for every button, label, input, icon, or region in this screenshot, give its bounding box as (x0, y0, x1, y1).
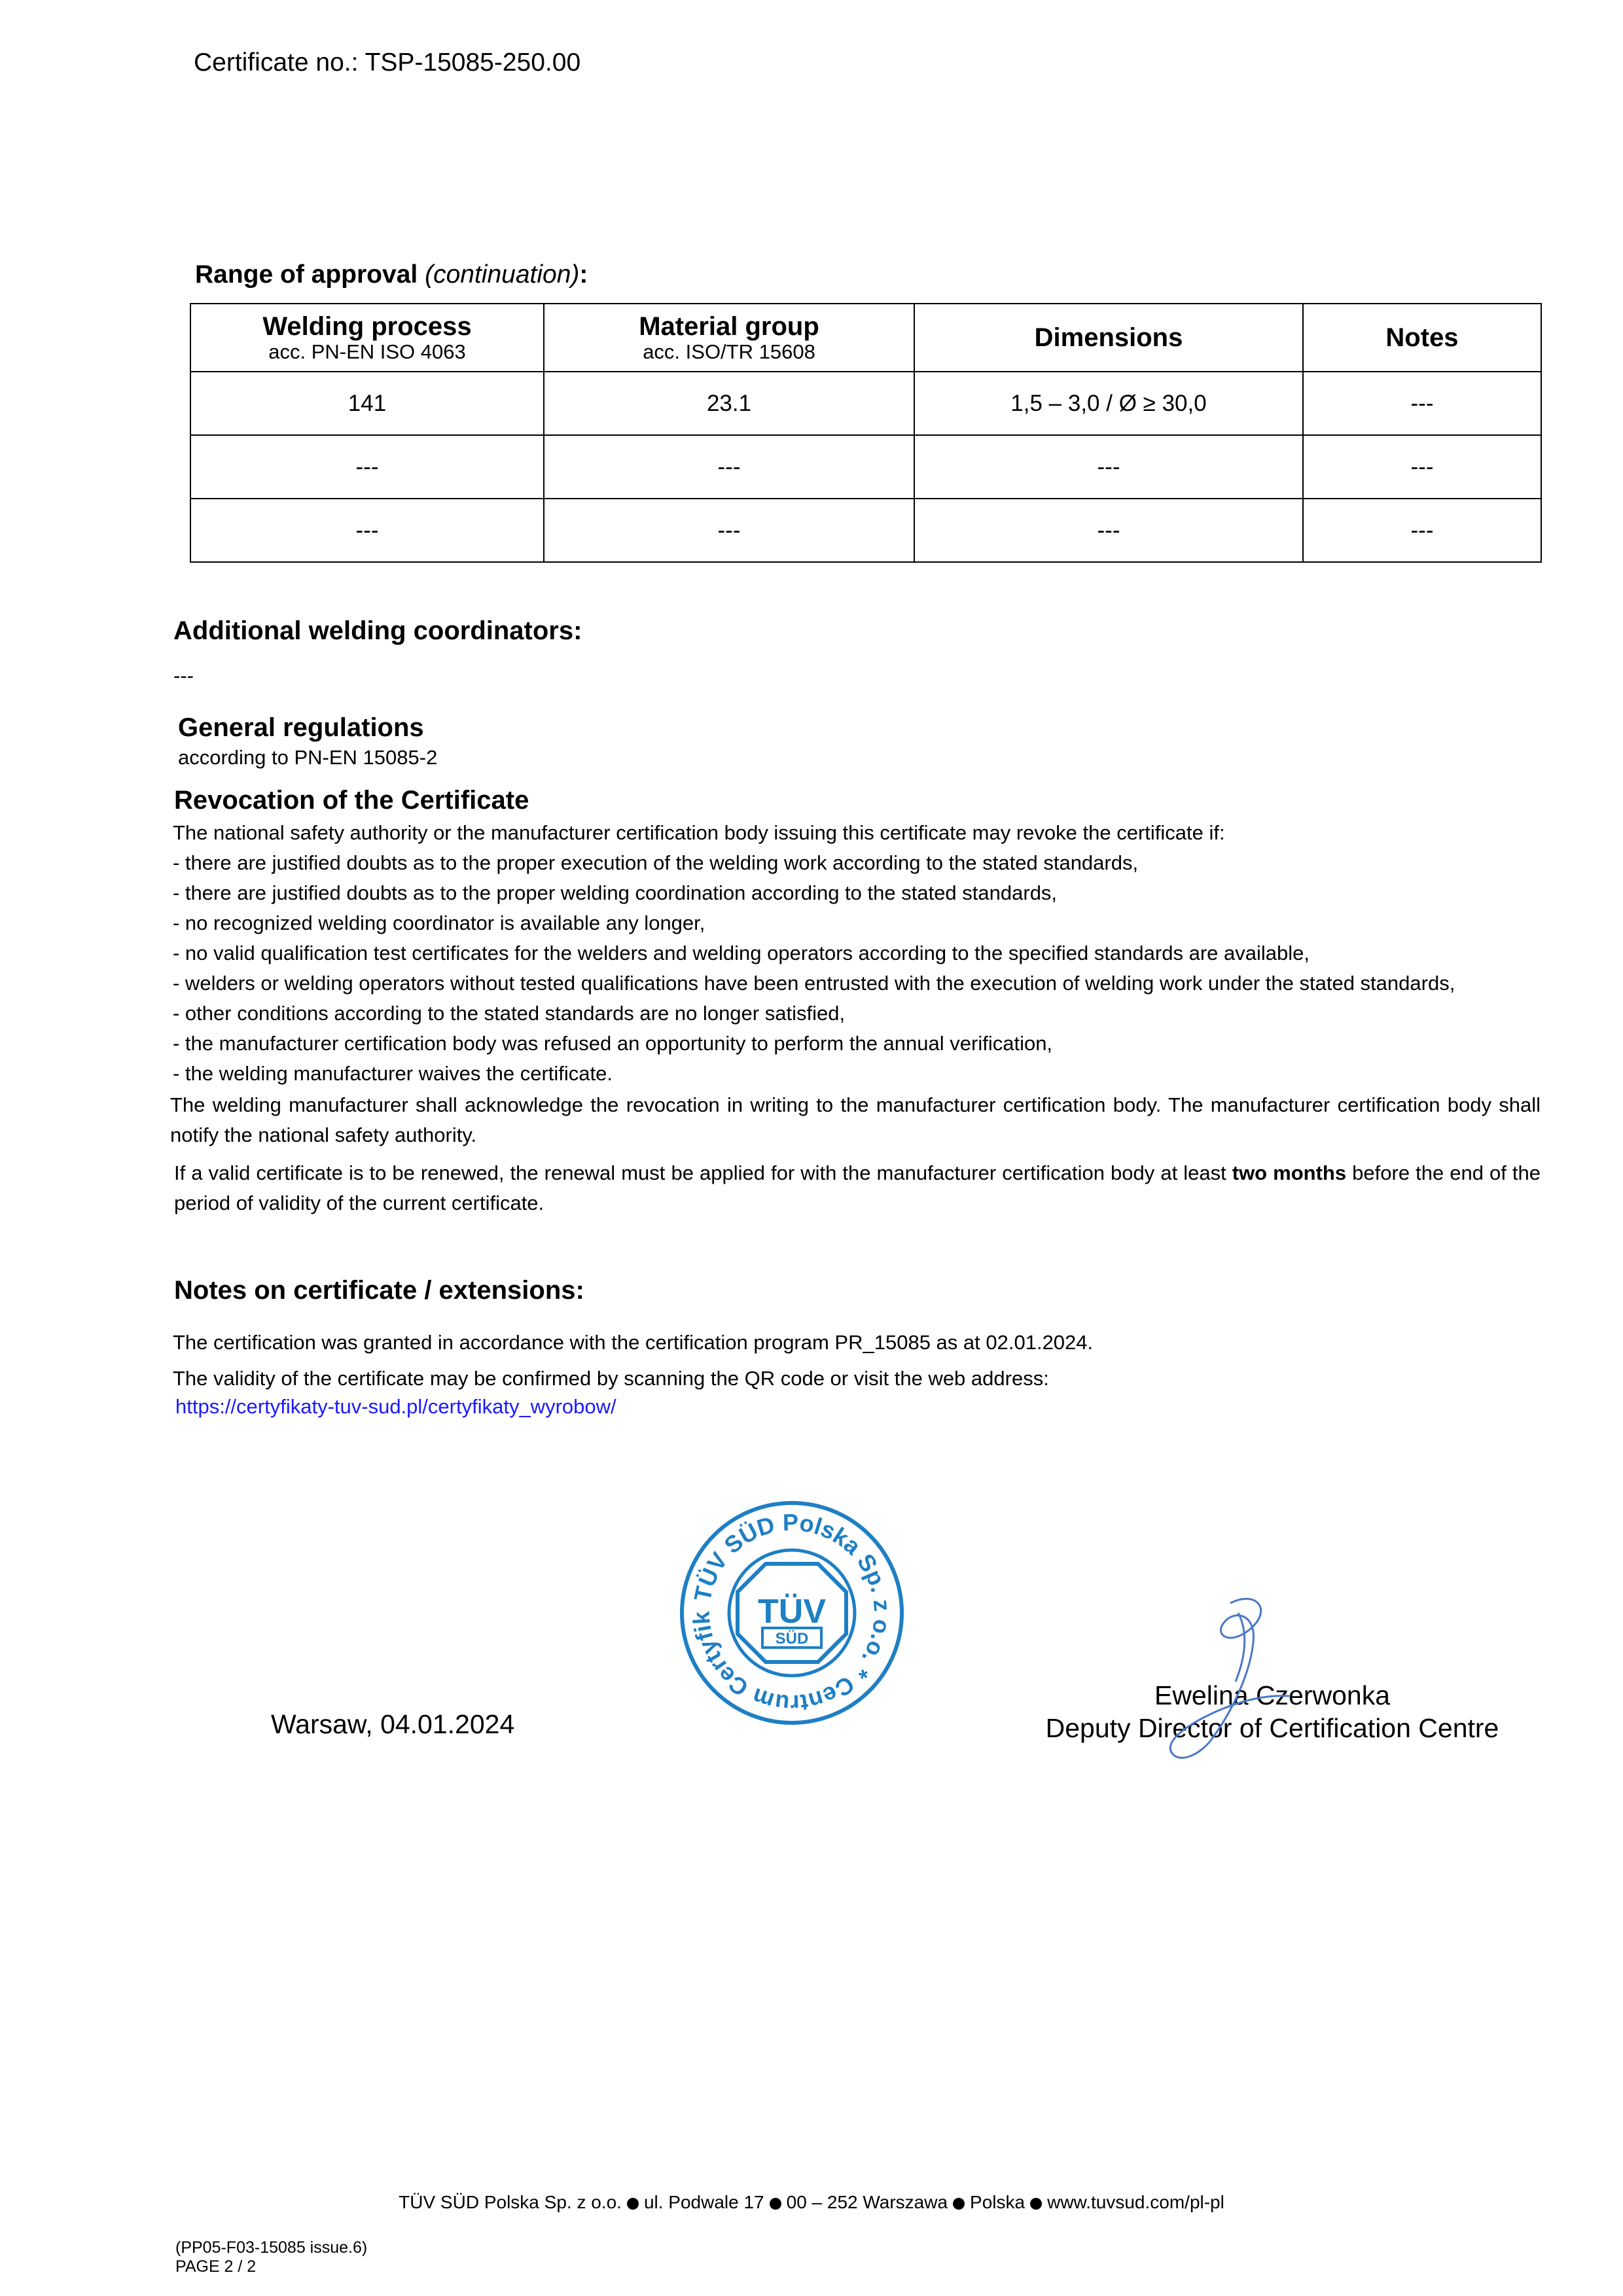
table-cell: --- (543, 434, 915, 499)
table-cell: --- (914, 498, 1304, 563)
sud-logo-text: SÜD (776, 1630, 809, 1648)
list-item: - the welding manufacturer waives the ce… (173, 1062, 613, 1085)
verification-link[interactable]: https://certyfikaty-tuv-sud.pl/certyfika… (175, 1395, 616, 1418)
handwritten-signature (1169, 1598, 1290, 1759)
page-number: PAGE 2 / 2 (175, 2257, 257, 2276)
table-cell: --- (1302, 371, 1542, 436)
table-cell: --- (1302, 498, 1542, 563)
range-heading: Range of approval (continuation): (195, 260, 588, 289)
list-item: - other conditions according to the stat… (173, 1002, 846, 1025)
revocation-heading: Revocation of the Certificate (174, 786, 529, 815)
general-heading: General regulations (178, 713, 424, 742)
sud-box (761, 1627, 823, 1649)
stamp-outer-ring (680, 1501, 904, 1725)
bullet-icon (953, 2197, 965, 2210)
notes-line-1: The certification was granted in accorda… (173, 1331, 1094, 1354)
bullet-icon (769, 2197, 781, 2210)
range-heading-bold: Range of approval (195, 260, 418, 289)
place-date: Warsaw, 04.01.2024 (271, 1709, 515, 1739)
tuv-logo-text: TÜV (758, 1593, 826, 1631)
range-heading-italic: (continuation) (425, 260, 580, 289)
revocation-list: - there are justified doubts as to the p… (173, 848, 1547, 1089)
revocation-acknowledge: The welding manufacturer shall acknowled… (170, 1093, 1541, 1146)
coordinators-value: --- (173, 664, 194, 687)
header-notes: Notes (1302, 303, 1542, 372)
table-cell: --- (543, 498, 915, 563)
form-id: (PP05-F03-15085 issue.6) PAGE 2 / 2 (175, 2238, 367, 2276)
tuv-stamp: TÜV SÜD Polska Sp. z o.o. * Centrum Cert… (677, 1498, 904, 1725)
certificate-number: Certificate no.: TSP-15085-250.00 (194, 48, 581, 77)
table-row: --- --- --- --- (190, 498, 1542, 563)
notes-heading: Notes on certificate / extensions: (174, 1276, 584, 1305)
table-cell: 1,5 – 3,0 / Ø ≥ 30,0 (914, 371, 1304, 436)
list-item: - there are justified doubts as to the p… (173, 881, 1058, 904)
table-cell: --- (190, 498, 544, 563)
stamp-inner-ring (727, 1548, 857, 1678)
table-cell: --- (1302, 434, 1542, 499)
bullet-icon (1030, 2197, 1043, 2210)
coordinators-heading: Additional welding coordinators: (173, 616, 582, 645)
tuv-octagon-icon (736, 1562, 848, 1664)
table-cell: 141 (190, 371, 544, 436)
notes-line-2: The validity of the certificate may be c… (173, 1367, 1049, 1390)
renewal-paragraph: If a valid certificate is to be renewed,… (174, 1161, 1541, 1214)
renewal-bold: two months (1232, 1161, 1347, 1184)
header-dimensions: Dimensions (914, 303, 1304, 372)
range-heading-colon: : (579, 260, 588, 289)
list-item: - the manufacturer certification body wa… (173, 1032, 1053, 1055)
signature-stroke (1234, 1612, 1246, 1682)
table-row: --- --- --- --- (190, 434, 1542, 499)
bullet-icon (626, 2197, 639, 2210)
list-item: - welders or welding operators without t… (173, 972, 1455, 995)
table-cell: 23.1 (543, 371, 915, 436)
list-item: - no valid qualification test certificat… (173, 942, 1310, 964)
signature-stroke (1169, 1598, 1290, 1759)
signer-block: Ewelina Czerwonka Deputy Director of Cer… (1010, 1679, 1534, 1744)
table-row: 141 23.1 1,5 – 3,0 / Ø ≥ 30,0 --- (190, 371, 1542, 436)
form-number: (PP05-F03-15085 issue.6) (175, 2238, 368, 2257)
signer-title: Deputy Director of Certification Centre (1045, 1713, 1499, 1743)
list-item: - no recognized welding coordinator is a… (173, 911, 705, 934)
general-text: according to PN-EN 15085-2 (178, 746, 438, 769)
revocation-intro: The national safety authority or the man… (173, 821, 1225, 844)
list-item: - there are justified doubts as to the p… (173, 851, 1139, 874)
table-cell: --- (914, 434, 1304, 499)
table-cell: --- (190, 434, 544, 499)
